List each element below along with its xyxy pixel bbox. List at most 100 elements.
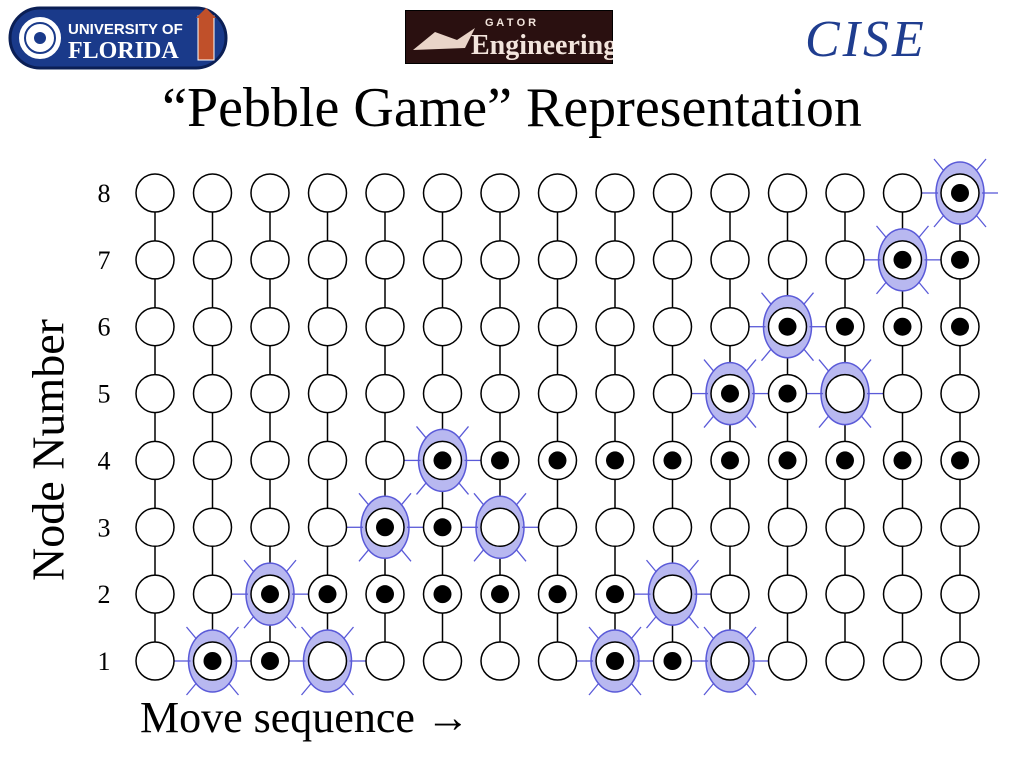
pebble	[261, 652, 279, 670]
pebble	[951, 451, 969, 470]
node-circle	[480, 507, 520, 548]
highlight-tick	[703, 415, 715, 428]
highlight-tick	[343, 682, 354, 696]
highlight-tick	[400, 492, 412, 506]
node-circle	[250, 173, 290, 213]
node-circle	[595, 240, 635, 280]
highlight-tick	[473, 548, 485, 562]
x-axis-label: Move sequence →	[140, 693, 470, 742]
pebble	[261, 585, 279, 604]
pebble	[376, 585, 394, 604]
node-circle	[595, 306, 635, 347]
node-circle	[307, 641, 348, 681]
node-circle	[710, 173, 750, 213]
pebble	[606, 652, 624, 670]
node-circle	[192, 440, 233, 481]
node-circle	[480, 641, 520, 681]
highlight-tick	[818, 415, 830, 428]
pebble	[663, 652, 682, 670]
pebble	[433, 451, 452, 470]
node-circle	[480, 373, 520, 414]
highlight-tick	[343, 626, 354, 640]
pebble	[433, 585, 452, 604]
highlight-tick	[860, 415, 872, 428]
highlight-tick	[688, 615, 699, 629]
node-circle	[940, 507, 980, 548]
node-circle	[250, 373, 290, 414]
node-circle	[652, 173, 693, 213]
node-circle	[652, 507, 693, 548]
node-number-label: 3	[98, 513, 111, 542]
node-circle	[192, 240, 233, 280]
highlight-tick	[243, 615, 255, 629]
highlight-tick	[228, 626, 239, 640]
pebble	[721, 384, 739, 403]
highlight-tick	[243, 559, 255, 573]
pebble	[836, 317, 854, 336]
highlight-tick	[703, 626, 715, 640]
highlight-tick	[646, 559, 657, 573]
node-circle	[595, 507, 635, 548]
pebble	[951, 184, 969, 202]
node-circle	[767, 173, 808, 213]
pebble	[491, 585, 509, 604]
highlight-tick	[803, 348, 814, 362]
node-circle	[940, 641, 980, 681]
highlight-tick	[803, 292, 814, 306]
highlight-tick	[745, 626, 757, 640]
node-number-label: 6	[98, 313, 111, 342]
highlight-tick	[745, 415, 757, 428]
node-circle	[882, 173, 923, 213]
node-circle	[250, 440, 290, 481]
pebble	[778, 317, 797, 336]
node-circle	[192, 507, 233, 548]
node-circle	[710, 641, 750, 681]
node-number-label: 8	[98, 179, 111, 208]
node-circle	[710, 574, 750, 614]
node-circle	[135, 373, 175, 414]
pebble	[951, 317, 969, 336]
gator-icon	[413, 28, 475, 50]
pebble	[548, 451, 567, 470]
cise-logo: CISE	[805, 11, 927, 68]
node-circle	[135, 440, 175, 481]
pebble	[203, 652, 222, 670]
node-number-label: 4	[98, 446, 111, 475]
highlight-tick	[745, 359, 757, 372]
highlight-tick	[186, 682, 197, 696]
node-circle	[710, 507, 750, 548]
node-circle	[940, 373, 980, 414]
highlight-tick	[588, 682, 600, 696]
node-circle	[480, 306, 520, 347]
engineering-logo-main: Engineering	[471, 30, 613, 61]
node-circle	[192, 373, 233, 414]
node-circle	[537, 173, 578, 213]
node-circle	[365, 240, 405, 280]
node-circle	[307, 373, 348, 414]
node-circle	[307, 173, 348, 213]
node-circle	[135, 507, 175, 548]
pebble	[491, 451, 509, 470]
highlight-tick	[630, 682, 642, 696]
node-circle	[250, 306, 290, 347]
engineering-logo-small: G A T O R	[485, 17, 536, 29]
pebble	[836, 451, 854, 470]
node-circle	[652, 306, 693, 347]
node-circle	[537, 240, 578, 280]
highlight-tick	[761, 292, 772, 306]
highlight-tick	[186, 626, 197, 640]
highlight-tick	[933, 158, 945, 172]
highlight-tick	[515, 548, 527, 562]
pebble	[663, 451, 682, 470]
highlight-tick	[358, 492, 370, 506]
highlight-tick	[818, 359, 830, 372]
node-circle	[710, 240, 750, 280]
highlight-tick	[416, 482, 427, 495]
node-circle	[365, 173, 405, 213]
highlight-tick	[301, 626, 312, 640]
node-circle	[825, 507, 865, 548]
pebble	[778, 451, 797, 470]
highlight-tick	[876, 225, 887, 239]
node-circle	[537, 373, 578, 414]
highlight-tick	[975, 158, 987, 172]
